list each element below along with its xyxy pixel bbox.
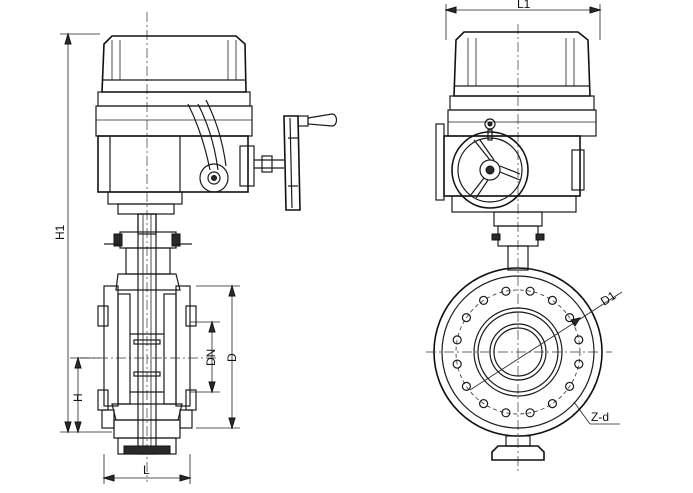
h1-label: H1: [53, 224, 67, 240]
front-actuator-body: [435, 123, 585, 271]
bolt-hole: [461, 381, 471, 391]
bolt-hole: [574, 335, 584, 345]
bolt-hole: [547, 295, 558, 305]
bolt-holes: [452, 286, 584, 418]
actuator-cover: [95, 35, 253, 137]
l1-label: L1: [517, 0, 531, 11]
bolt-hole: [564, 313, 575, 323]
bolt-hole: [501, 286, 511, 296]
bolt-hole: [564, 381, 575, 391]
front-elevation-view: L1: [426, 0, 623, 472]
dimension-dn: [190, 320, 220, 394]
side-elevation-view: H1 H DN D: [53, 12, 338, 484]
dimension-l: [102, 454, 192, 484]
front-actuator-cover: [447, 31, 597, 137]
dimension-d: [196, 284, 240, 430]
bolt-hole: [479, 295, 489, 305]
bolt-hole: [452, 359, 462, 369]
bolt-hole: [452, 335, 462, 345]
d-label: D: [225, 353, 239, 362]
bolt-hole: [525, 408, 535, 418]
dimension-l1: [444, 4, 602, 40]
bolt-hole: [525, 286, 535, 296]
bolt-hole: [461, 313, 471, 323]
h-label: H: [71, 393, 85, 402]
front-handwheel: [451, 118, 529, 209]
front-foot: [491, 435, 545, 461]
actuator-body: [97, 99, 255, 215]
dn-label: DN: [204, 349, 218, 366]
valve-body: [97, 273, 197, 455]
dimension-z-d: [573, 401, 620, 425]
dimension-d1: [469, 291, 623, 391]
bolt-hole: [574, 359, 584, 369]
handwheel: [254, 113, 338, 211]
bolt-hole: [547, 399, 558, 409]
dimension-h1: [60, 32, 112, 434]
dimension-h: [70, 356, 100, 434]
bolt-hole: [501, 408, 511, 418]
z-d-label: Z-d: [591, 410, 609, 424]
l-label: L: [143, 463, 150, 477]
bolt-hole: [479, 399, 489, 409]
